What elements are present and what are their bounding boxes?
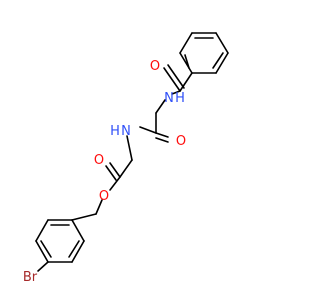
bond — [155, 99, 166, 114]
phenyl-ring-bottom — [35, 219, 85, 272]
atom-label-nitrogen: N — [121, 124, 131, 139]
bond — [109, 176, 121, 191]
bond — [71, 240, 85, 263]
bond — [35, 240, 49, 263]
atom-label-oxygen: O — [150, 59, 160, 74]
bond — [215, 32, 229, 54]
bond-double-CO — [163, 67, 181, 92]
atom-label-oxygen: O — [94, 153, 104, 168]
bond — [71, 213, 97, 221]
atom-label-oxygen: O — [99, 189, 109, 204]
bond-double-inner — [212, 52, 224, 69]
bond — [179, 72, 193, 92]
bond — [179, 52, 193, 74]
atom-label-nitrogen: N — [164, 91, 174, 106]
bond — [139, 126, 157, 134]
bond — [71, 219, 85, 242]
bond — [126, 135, 133, 161]
bond-double-CO — [109, 162, 121, 178]
atom-label-oxygen: O — [176, 134, 186, 149]
molecule-structure: O N H N H O O O Br — [23, 32, 229, 285]
atom-label-hydrogen: H — [175, 91, 185, 106]
bond-double-CO — [155, 132, 169, 138]
bond-double-CO — [105, 165, 117, 181]
phenyl-ring-top — [179, 32, 229, 74]
bond — [37, 261, 49, 272]
bond — [119, 159, 133, 178]
atom-label-hydrogen: H — [110, 124, 120, 139]
bond — [179, 32, 193, 54]
bond — [215, 52, 229, 74]
bond — [35, 219, 49, 242]
bond-double-CO — [155, 137, 169, 143]
bond — [171, 90, 181, 95]
bond-double-inner — [184, 54, 190, 69]
bond-double-CO — [167, 64, 185, 89]
atom-label-bromine: Br — [23, 270, 38, 285]
bond — [95, 199, 103, 215]
bond-double-inner — [40, 240, 52, 258]
bond-double-inner — [68, 240, 80, 258]
